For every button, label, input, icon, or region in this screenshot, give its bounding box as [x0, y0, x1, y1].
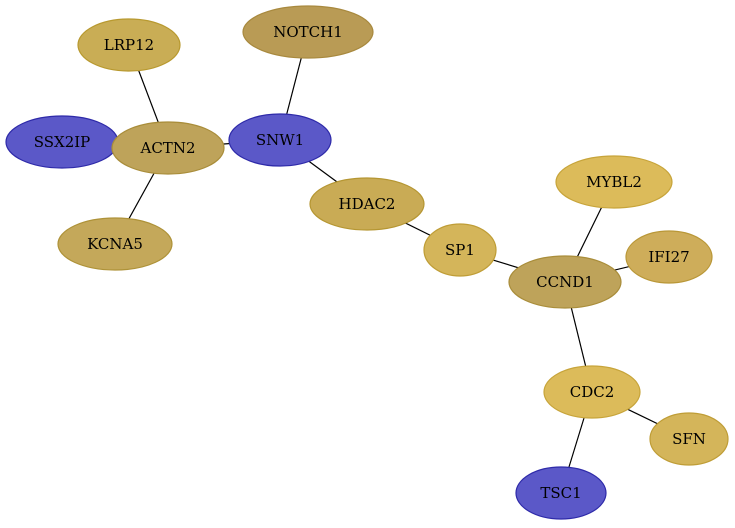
node-shape [57, 217, 173, 271]
node-shape [309, 177, 425, 231]
node-shape [228, 113, 332, 167]
node-ccnd1[interactable]: CCND1 [508, 255, 622, 309]
node-label: SNW1 [256, 131, 304, 149]
node-shape [423, 223, 497, 277]
node-shape [555, 155, 673, 209]
node-label: MYBL2 [586, 173, 642, 191]
node-kcna5[interactable]: KCNA5 [57, 217, 173, 271]
node-label: CCND1 [536, 273, 594, 291]
node-sp1[interactable]: SP1 [423, 223, 497, 277]
node-ifi27[interactable]: IFI27 [625, 230, 713, 284]
node-label: HDAC2 [339, 195, 396, 213]
node-shape [111, 121, 225, 175]
node-label: SP1 [445, 241, 475, 259]
node-sfn[interactable]: SFN [649, 412, 729, 466]
node-shape [515, 466, 607, 520]
node-shape [625, 230, 713, 284]
node-label: LRP12 [104, 36, 154, 54]
node-shape [77, 18, 181, 72]
node-shape [649, 412, 729, 466]
node-label: CDC2 [570, 383, 615, 401]
node-label: SFN [672, 430, 706, 448]
node-shape [543, 365, 641, 419]
node-label: KCNA5 [87, 235, 143, 253]
node-tsc1[interactable]: TSC1 [515, 466, 607, 520]
node-snw1[interactable]: SNW1 [228, 113, 332, 167]
node-label: NOTCH1 [273, 23, 343, 41]
node-notch1[interactable]: NOTCH1 [242, 5, 374, 59]
node-ssx2ip[interactable]: SSX2IP [5, 115, 119, 169]
node-actn2[interactable]: ACTN2 [111, 121, 225, 175]
node-shape [508, 255, 622, 309]
node-label: ACTN2 [140, 139, 196, 157]
node-shape [242, 5, 374, 59]
node-label: SSX2IP [34, 133, 91, 151]
node-lrp12[interactable]: LRP12 [77, 18, 181, 72]
node-label: IFI27 [648, 248, 689, 266]
node-label: TSC1 [540, 484, 581, 502]
node-cdc2[interactable]: CDC2 [543, 365, 641, 419]
node-mybl2[interactable]: MYBL2 [555, 155, 673, 209]
node-hdac2[interactable]: HDAC2 [309, 177, 425, 231]
